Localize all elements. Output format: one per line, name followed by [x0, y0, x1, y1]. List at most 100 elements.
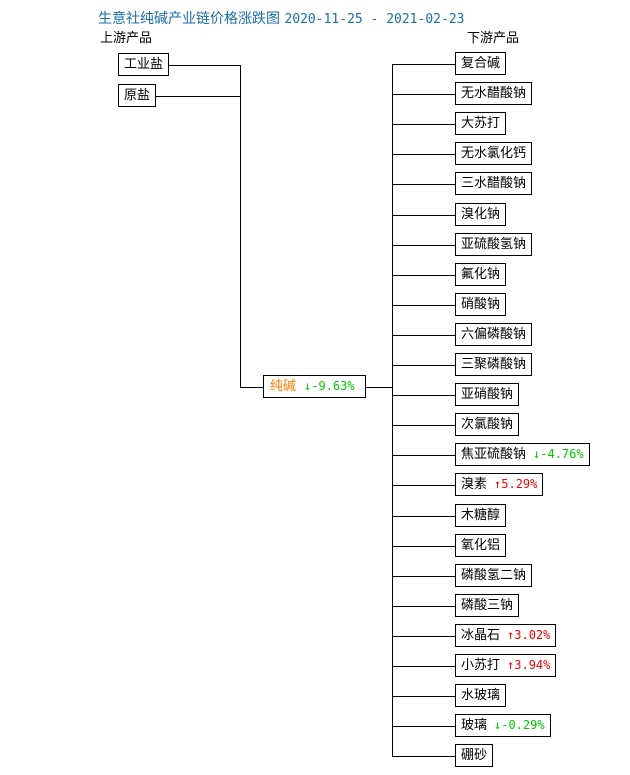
- downstream-connector-4: [392, 154, 455, 155]
- downstream-connector-23: [392, 726, 455, 727]
- node-label: 亚硝酸钠: [461, 387, 514, 402]
- downstream-node-8[interactable]: 氟化钠: [455, 263, 507, 286]
- node-label: 水玻璃: [461, 688, 501, 703]
- change-up-value: ↑3.02%: [507, 628, 551, 642]
- node-label: 小苏打: [461, 658, 501, 673]
- downstream-connector-22: [392, 696, 455, 697]
- node-label: 磷酸氢二钠: [461, 568, 527, 583]
- node-label: 冰晶石: [461, 628, 501, 643]
- downstream-node-18[interactable]: 磷酸氢二钠: [455, 564, 533, 587]
- downstream-connector-10: [392, 335, 455, 336]
- node-label: 三水醋酸钠: [461, 176, 527, 191]
- upstream-to-center-connector: [240, 387, 263, 388]
- downstream-connector-9: [392, 305, 455, 306]
- node-label: 无水醋酸钠: [461, 86, 527, 101]
- downstream-node-3[interactable]: 大苏打: [455, 112, 507, 135]
- arrow-up-icon: ↑: [507, 628, 515, 642]
- downstream-node-2[interactable]: 无水醋酸钠: [455, 82, 533, 105]
- downstream-node-21[interactable]: 小苏打 ↑3.94%: [455, 654, 557, 677]
- downstream-connector-1: [392, 64, 455, 65]
- upstream-connector-2: [156, 96, 241, 97]
- center-to-downstream-connector: [366, 387, 393, 388]
- node-label: 无水氯化钙: [461, 146, 527, 161]
- arrow-up-icon: ↑: [494, 477, 502, 491]
- downstream-connector-3: [392, 124, 455, 125]
- change-down-value: ↓-4.76%: [533, 447, 584, 461]
- downstream-node-16[interactable]: 木糖醇: [455, 504, 507, 527]
- node-label: 溴化钠: [461, 207, 501, 222]
- downstream-trunk: [392, 64, 393, 757]
- downstream-node-9[interactable]: 硝酸钠: [455, 293, 507, 316]
- downstream-connector-24: [392, 756, 455, 757]
- downstream-node-11[interactable]: 三聚磷酸钠: [455, 353, 533, 376]
- downstream-node-1[interactable]: 复合碱: [455, 52, 507, 75]
- change-down-value: ↓-0.29%: [494, 718, 545, 732]
- arrow-down-icon: ↓: [304, 379, 312, 393]
- downstream-node-24[interactable]: 硼砂: [455, 744, 494, 767]
- downstream-connector-16: [392, 516, 455, 517]
- node-label: 氧化铝: [461, 538, 501, 553]
- downstream-node-14[interactable]: 焦亚硫酸钠 ↓-4.76%: [455, 443, 590, 466]
- node-label: 原盐: [124, 88, 151, 103]
- downstream-connector-21: [392, 666, 455, 667]
- downstream-connector-8: [392, 275, 455, 276]
- node-label: 六偏磷酸钠: [461, 327, 527, 342]
- node-label: 亚硫酸氢钠: [461, 237, 527, 252]
- downstream-node-6[interactable]: 溴化钠: [455, 203, 507, 226]
- upstream-node-1[interactable]: 工业盐: [118, 53, 170, 76]
- node-label: 溴素: [461, 477, 488, 492]
- downstream-node-4[interactable]: 无水氯化钙: [455, 142, 533, 165]
- downstream-connector-19: [392, 606, 455, 607]
- downstream-column-header: 下游产品: [467, 31, 520, 46]
- node-label: 硝酸钠: [461, 297, 501, 312]
- node-label: 大苏打: [461, 116, 501, 131]
- upstream-node-2[interactable]: 原盐: [118, 84, 157, 107]
- downstream-connector-11: [392, 365, 455, 366]
- arrow-down-icon: ↓: [494, 718, 502, 732]
- change-up-value: ↑5.29%: [494, 477, 538, 491]
- downstream-connector-12: [392, 395, 455, 396]
- downstream-node-19[interactable]: 磷酸三钠: [455, 594, 520, 617]
- arrow-up-icon: ↑: [507, 658, 515, 672]
- downstream-connector-7: [392, 245, 455, 246]
- center-node-soda-ash[interactable]: 纯碱 ↓-9.63%: [263, 375, 366, 398]
- downstream-node-13[interactable]: 次氯酸钠: [455, 413, 520, 436]
- center-node-label: 纯碱: [270, 379, 297, 394]
- node-label: 木糖醇: [461, 508, 501, 523]
- downstream-connector-20: [392, 636, 455, 637]
- upstream-trunk: [240, 65, 241, 388]
- node-label: 玻璃: [461, 718, 488, 733]
- downstream-connector-18: [392, 576, 455, 577]
- downstream-connector-17: [392, 546, 455, 547]
- downstream-node-12[interactable]: 亚硝酸钠: [455, 383, 520, 406]
- node-label: 磷酸三钠: [461, 598, 514, 613]
- upstream-column-header: 上游产品: [100, 31, 153, 46]
- title-date-range: 2020-11-25 - 2021-02-23: [284, 12, 465, 27]
- downstream-connector-2: [392, 94, 455, 95]
- downstream-node-10[interactable]: 六偏磷酸钠: [455, 323, 533, 346]
- change-up-value: ↑3.94%: [507, 658, 551, 672]
- page-title: 生意社纯碱产业链价格涨跌图 2020-11-25 - 2021-02-23: [98, 8, 464, 28]
- downstream-connector-5: [392, 184, 455, 185]
- upstream-connector-1: [169, 65, 241, 66]
- downstream-node-17[interactable]: 氧化铝: [455, 534, 507, 557]
- title-text: 生意社纯碱产业链价格涨跌图: [98, 11, 280, 27]
- node-label: 工业盐: [124, 57, 164, 72]
- downstream-connector-13: [392, 425, 455, 426]
- node-label: 复合碱: [461, 56, 501, 71]
- downstream-connector-6: [392, 215, 455, 216]
- downstream-node-7[interactable]: 亚硫酸氢钠: [455, 233, 533, 256]
- node-label: 氟化钠: [461, 267, 501, 282]
- downstream-node-22[interactable]: 水玻璃: [455, 684, 507, 707]
- downstream-node-5[interactable]: 三水醋酸钠: [455, 172, 533, 195]
- downstream-node-23[interactable]: 玻璃 ↓-0.29%: [455, 714, 551, 737]
- node-label: 次氯酸钠: [461, 417, 514, 432]
- center-change-value: ↓-9.63%: [304, 379, 355, 393]
- downstream-node-20[interactable]: 冰晶石 ↑3.02%: [455, 624, 557, 647]
- node-label: 三聚磷酸钠: [461, 357, 527, 372]
- downstream-connector-14: [392, 455, 455, 456]
- arrow-down-icon: ↓: [533, 447, 541, 461]
- downstream-node-15[interactable]: 溴素 ↑5.29%: [455, 473, 544, 496]
- node-label: 焦亚硫酸钠: [461, 447, 527, 462]
